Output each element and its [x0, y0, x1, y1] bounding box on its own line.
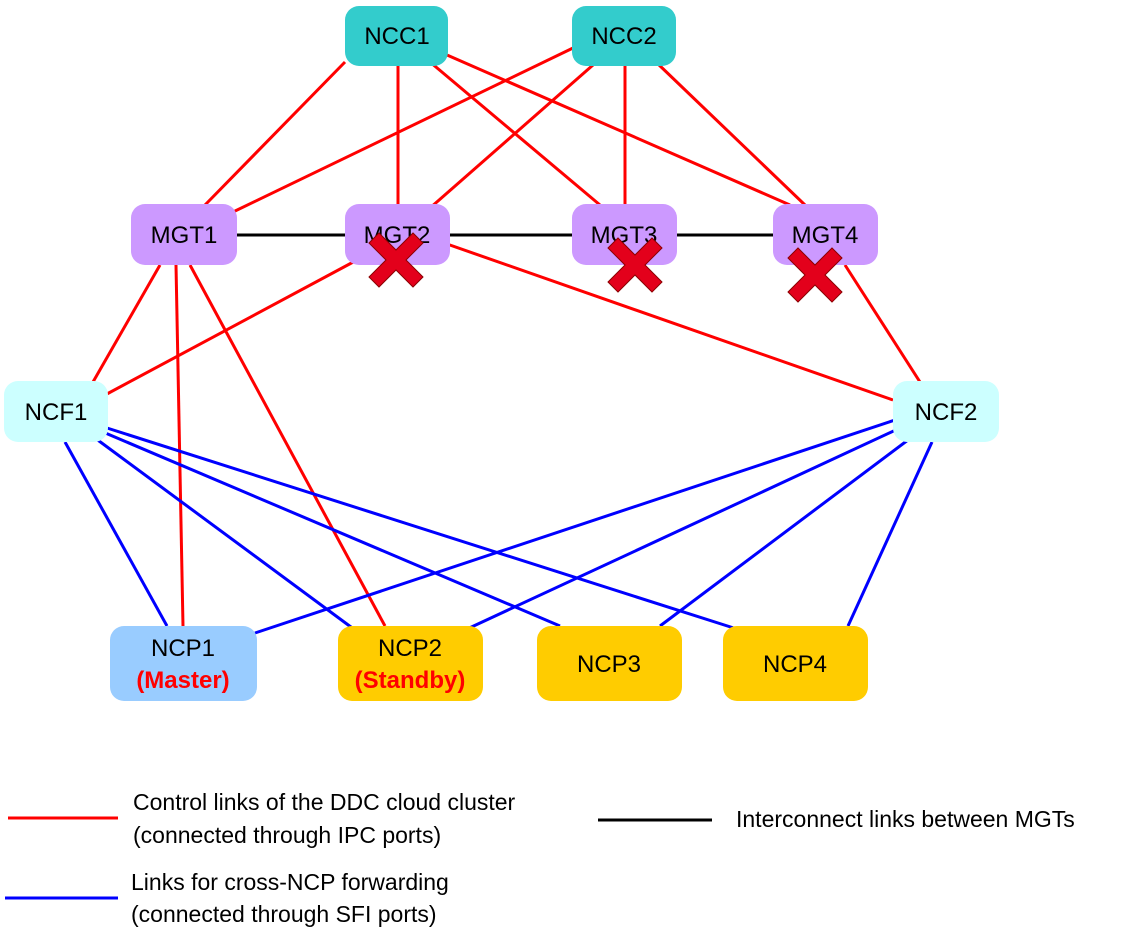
legend: Control links of the DDC cloud cluster (…: [5, 789, 1075, 927]
link-mgt1-ncp1: [174, 264, 185, 627]
ncp3-node[interactable]: NCP3: [537, 626, 682, 701]
ncp3-label: NCP3: [577, 651, 641, 678]
link-mgt4-ncf2: [843, 264, 922, 383]
legend-control-text-line2: (connected through IPC ports): [133, 822, 441, 848]
ncp4-node[interactable]: NCP4: [723, 626, 868, 701]
failure-mark-mgt2: [368, 232, 424, 288]
ncc1-label: NCC1: [364, 23, 429, 50]
link-ncc2-mgt2: [429, 63, 594, 210]
failure-mark-mgt4: [787, 247, 843, 303]
link-ncf2-ncp1: [254, 418, 896, 635]
link-ncc2-mgt4: [655, 61, 807, 207]
failure-mark-mgt3: [607, 237, 663, 293]
ncf1-node[interactable]: NCF1: [4, 381, 108, 442]
mgt4-label: MGT4: [792, 222, 859, 249]
ncp1-node[interactable]: NCP1 (Master): [110, 626, 257, 701]
ncp2-label: NCP2: [378, 635, 442, 662]
link-ncc2-mgt1: [232, 46, 574, 214]
link-ncf1-ncp3: [102, 430, 561, 628]
link-ncf1-ncp1: [63, 441, 169, 627]
ncp2-role-label: (Standby): [355, 667, 466, 694]
legend-forwarding-text-line2: (connected through SFI ports): [131, 901, 437, 927]
ncf2-node[interactable]: NCF2: [893, 381, 999, 442]
ncp1-label: NCP1: [151, 635, 215, 662]
ncp2-node[interactable]: NCP2 (Standby): [338, 626, 483, 701]
ncc2-label: NCC2: [591, 23, 656, 50]
legend-control-text-line1: Control links of the DDC cloud cluster: [133, 789, 516, 815]
link-mgt1-ncf1: [91, 264, 162, 383]
ncf2-label: NCF2: [915, 399, 978, 426]
link-ncf2-ncp3: [659, 435, 913, 628]
link-mgt1-ncp2: [188, 264, 387, 627]
ncp1-role-label: (Master): [136, 667, 229, 694]
forwarding-links: [63, 418, 934, 635]
link-mgt2-ncf2: [446, 242, 894, 402]
legend-interconnect-text: Interconnect links between MGTs: [736, 806, 1075, 832]
link-ncf2-ncp2: [464, 426, 901, 632]
legend-forwarding-text-line1: Links for cross-NCP forwarding: [131, 869, 449, 895]
ncf1-label: NCF1: [25, 399, 88, 426]
link-ncc1-mgt1: [203, 60, 347, 207]
ncp4-label: NCP4: [763, 651, 827, 678]
link-ncf2-ncp4: [846, 441, 934, 627]
ncc2-node[interactable]: NCC2: [572, 6, 676, 66]
link-ncf1-ncp2: [94, 436, 356, 632]
link-ncf1-ncp4: [106, 426, 741, 632]
link-ncc1-mgt4: [446, 53, 791, 207]
mgt1-label: MGT1: [151, 222, 218, 249]
link-mgt2-ncf1: [104, 258, 358, 397]
ncc1-node[interactable]: NCC1: [345, 6, 448, 66]
mgt1-node[interactable]: MGT1: [131, 204, 237, 265]
control-links: [91, 46, 922, 627]
